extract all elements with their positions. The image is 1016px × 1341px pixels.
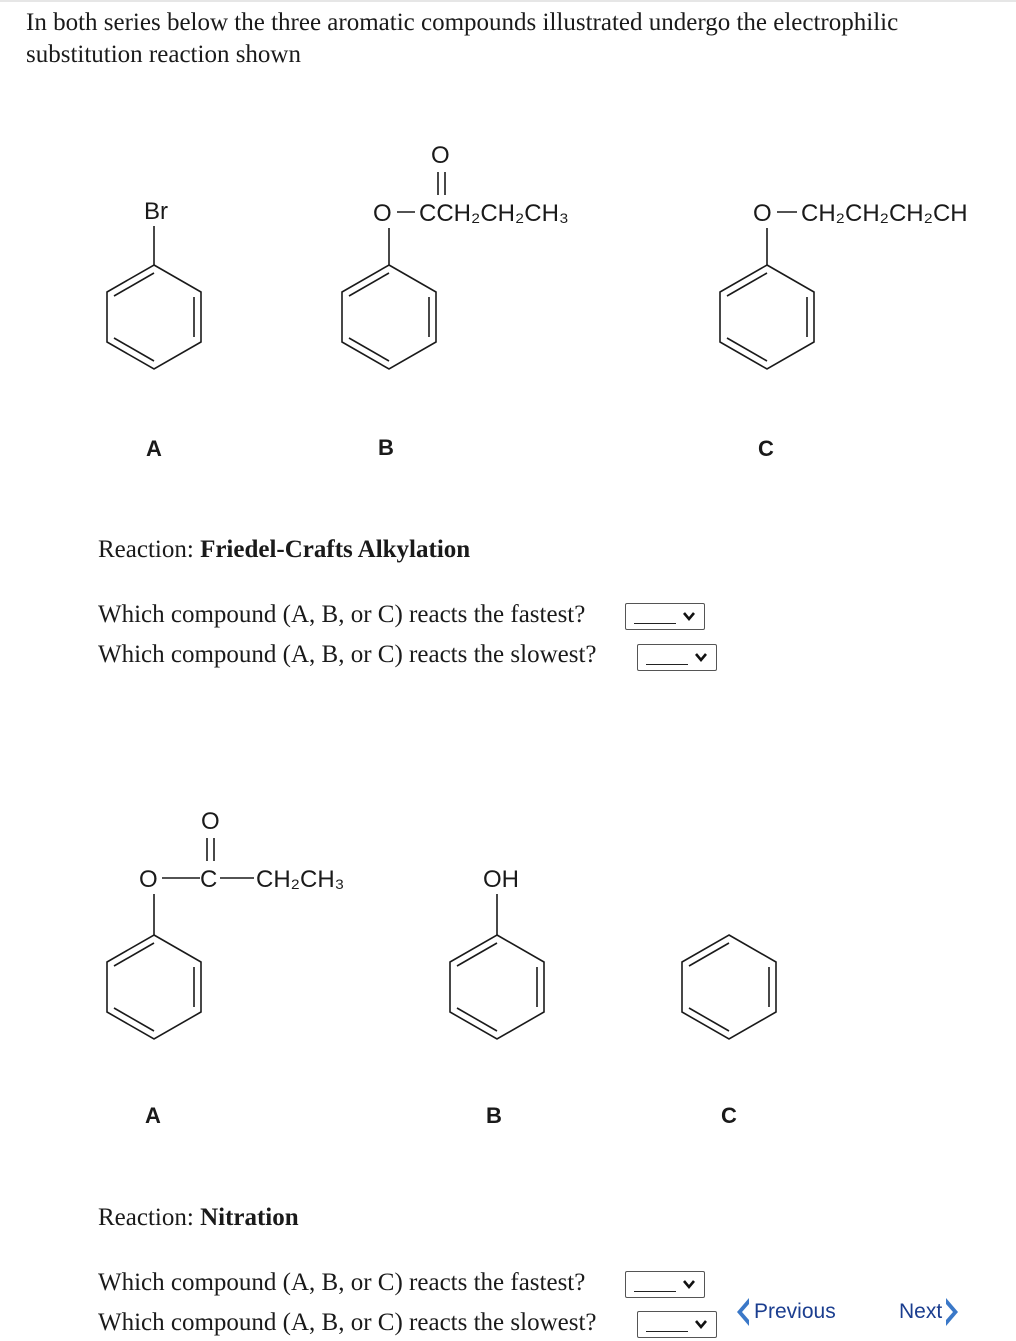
series1-compound-b: O O CCH₂CH₂CH₃ B [341,142,569,460]
series1-question-slowest: Which compound (A, B, or C) reacts the s… [98,641,597,668]
chevron-down-icon [683,1280,695,1290]
hydroxyl-label: OH [483,866,519,893]
series2-compound-b: OH B [449,866,545,1128]
next-button[interactable]: Next [899,1296,959,1328]
previous-button-label: Previous [754,1300,836,1323]
series1-label-a: A [146,436,162,461]
series2-label-b: B [486,1103,502,1128]
series2-reaction: Reaction: Nitration [98,1203,299,1233]
series1-fastest-dropdown[interactable] [625,603,705,630]
top-divider [0,0,1016,2]
series1-reaction-name: Friedel-Crafts Alkylation [200,536,471,563]
series1-compound-a: Br A [106,198,202,461]
series2-reaction-name: Nitration [200,1204,299,1231]
series1-slowest-dropdown[interactable] [637,644,717,671]
chevron-down-icon [695,653,707,663]
series1-reaction-prefix: Reaction: [98,536,194,563]
series2-fastest-dropdown[interactable] [625,1271,705,1298]
series2-reaction-prefix: Reaction: [98,1204,194,1231]
chevron-down-icon [683,612,695,622]
series2-label-c: C [721,1103,737,1128]
bromine-label: Br [144,198,168,225]
ester-oxygen-label: O [139,866,158,893]
series2-question-slowest: Which compound (A, B, or C) reacts the s… [98,1309,597,1336]
series2-slowest-dropdown[interactable] [637,1311,717,1338]
carbonyl-oxygen-label: O [201,808,220,835]
chevron-right-icon [946,1298,959,1326]
series1-reaction: Reaction: Friedel-Crafts Alkylation [98,535,470,565]
butanoyl-chain-label: CCH₂CH₂CH₃ [419,200,569,227]
chevron-left-icon [737,1298,749,1326]
series1-label-c: C [758,436,774,461]
next-button-label: Next [899,1300,943,1323]
chevron-down-icon [695,1320,707,1330]
butyl-chain-label: CH₂CH₂CH₂CH [801,200,968,227]
series1-question-fastest: Which compound (A, B, or C) reacts the f… [98,601,586,628]
ester-oxygen-label: O [373,200,392,227]
previous-button[interactable]: Previous [736,1296,836,1328]
series2-compound-c: C [681,934,777,1128]
ether-oxygen-label: O [753,200,772,227]
series2-label-a: A [145,1103,161,1128]
intro-text: In both series below the three aromatic … [26,9,899,68]
series2-compound-a: O O C CH₂CH₃ A [106,808,344,1128]
series1-compound-c: O CH₂CH₂CH₂CH C [719,200,968,461]
series1-label-b: B [378,435,394,460]
series2-question-fastest: Which compound (A, B, or C) reacts the f… [98,1269,586,1296]
carbonyl-carbon-label: C [200,866,217,893]
ethyl-chain-label: CH₂CH₃ [256,866,344,893]
carbonyl-oxygen-label: O [431,142,450,169]
